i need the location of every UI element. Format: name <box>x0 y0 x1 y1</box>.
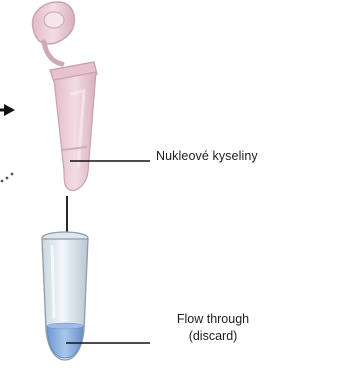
spin-column-icon <box>33 2 97 190</box>
label-flow-through-group: Flow through (discard) <box>158 311 268 345</box>
label-nucleic-acids: Nukleové kyseliny <box>156 148 258 165</box>
label-flow-through: Flow through <box>158 311 268 328</box>
arrow-left-icon <box>0 104 15 116</box>
collection-tube-icon <box>42 232 88 360</box>
label-discard: (discard) <box>158 328 268 345</box>
dotted-trail <box>1 173 14 183</box>
